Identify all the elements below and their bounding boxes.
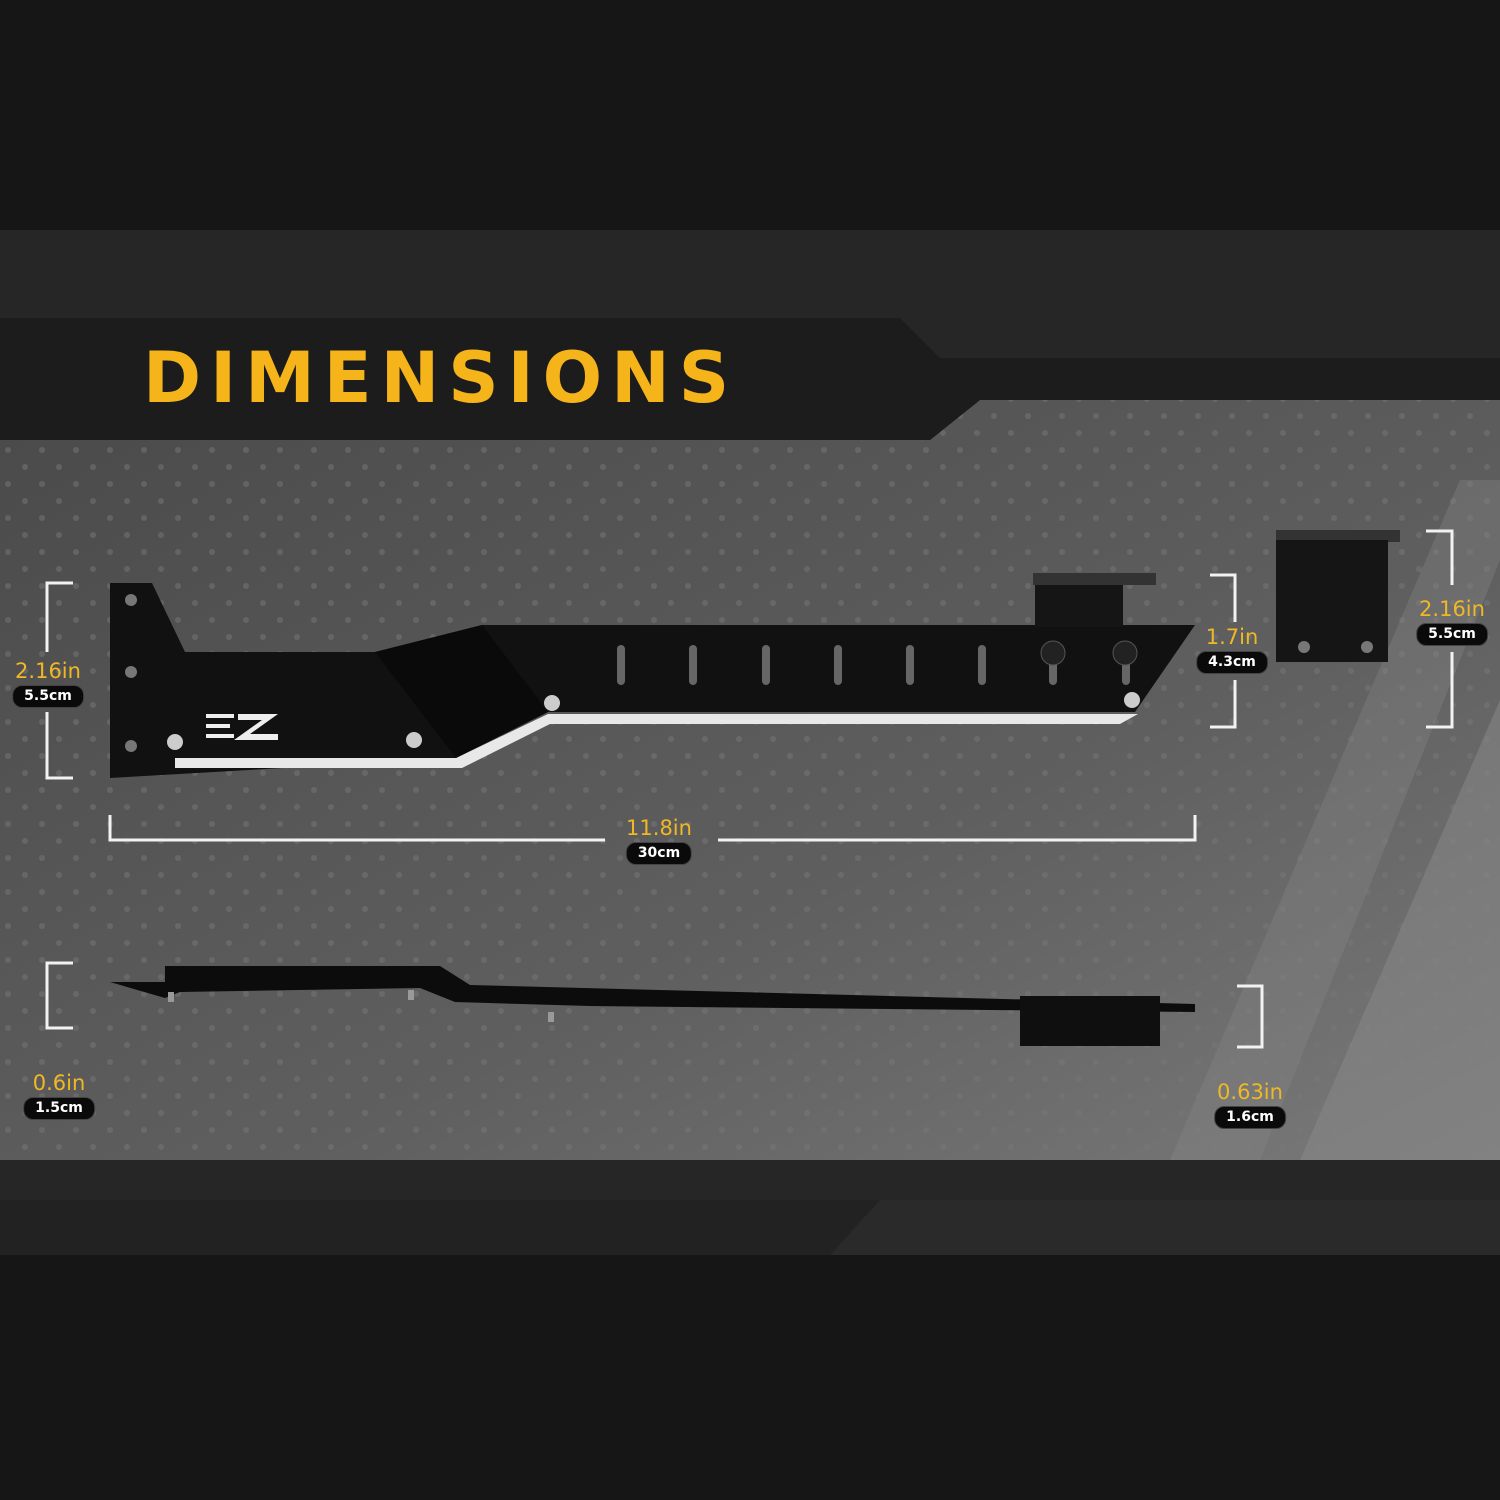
dimension-inches: 2.16in	[1419, 597, 1485, 621]
dimension-lines	[45, 529, 1454, 1049]
dimension-side-left-thickness: 0.6in 1.5cm	[23, 1071, 95, 1120]
title-bar	[0, 318, 1500, 440]
dimension-cm-badge: 1.5cm	[23, 1097, 95, 1120]
dimension-inches: 0.63in	[1217, 1080, 1283, 1104]
support-clip	[1276, 530, 1400, 662]
dimension-cm-badge: 30cm	[625, 842, 693, 865]
dimension-length: 11.8in 30cm	[625, 816, 693, 865]
dimension-cm-badge: 4.3cm	[1196, 651, 1268, 674]
dimension-inches: 2.16in	[15, 659, 81, 683]
dimension-side-right-thickness: 0.63in 1.6cm	[1214, 1080, 1286, 1129]
dimension-support-arm-height: 1.7in 4.3cm	[1196, 625, 1268, 674]
gpu-bracket-side-view	[110, 966, 1195, 1046]
dimension-cm-badge: 5.5cm	[12, 685, 84, 708]
ez-logo	[206, 714, 278, 740]
gpu-bracket-front-view	[110, 573, 1195, 778]
dimension-cm-badge: 1.6cm	[1214, 1106, 1286, 1129]
page-title: DIMENSIONS	[143, 337, 739, 419]
dimension-cm-badge: 5.5cm	[1416, 623, 1488, 646]
dimension-inches: 0.6in	[32, 1071, 86, 1095]
dimension-inches: 11.8in	[626, 816, 692, 840]
dimension-clip-height: 2.16in 5.5cm	[1416, 597, 1488, 646]
dimension-inches: 1.7in	[1205, 625, 1259, 649]
dimension-bracket-height: 2.16in 5.5cm	[12, 659, 84, 708]
